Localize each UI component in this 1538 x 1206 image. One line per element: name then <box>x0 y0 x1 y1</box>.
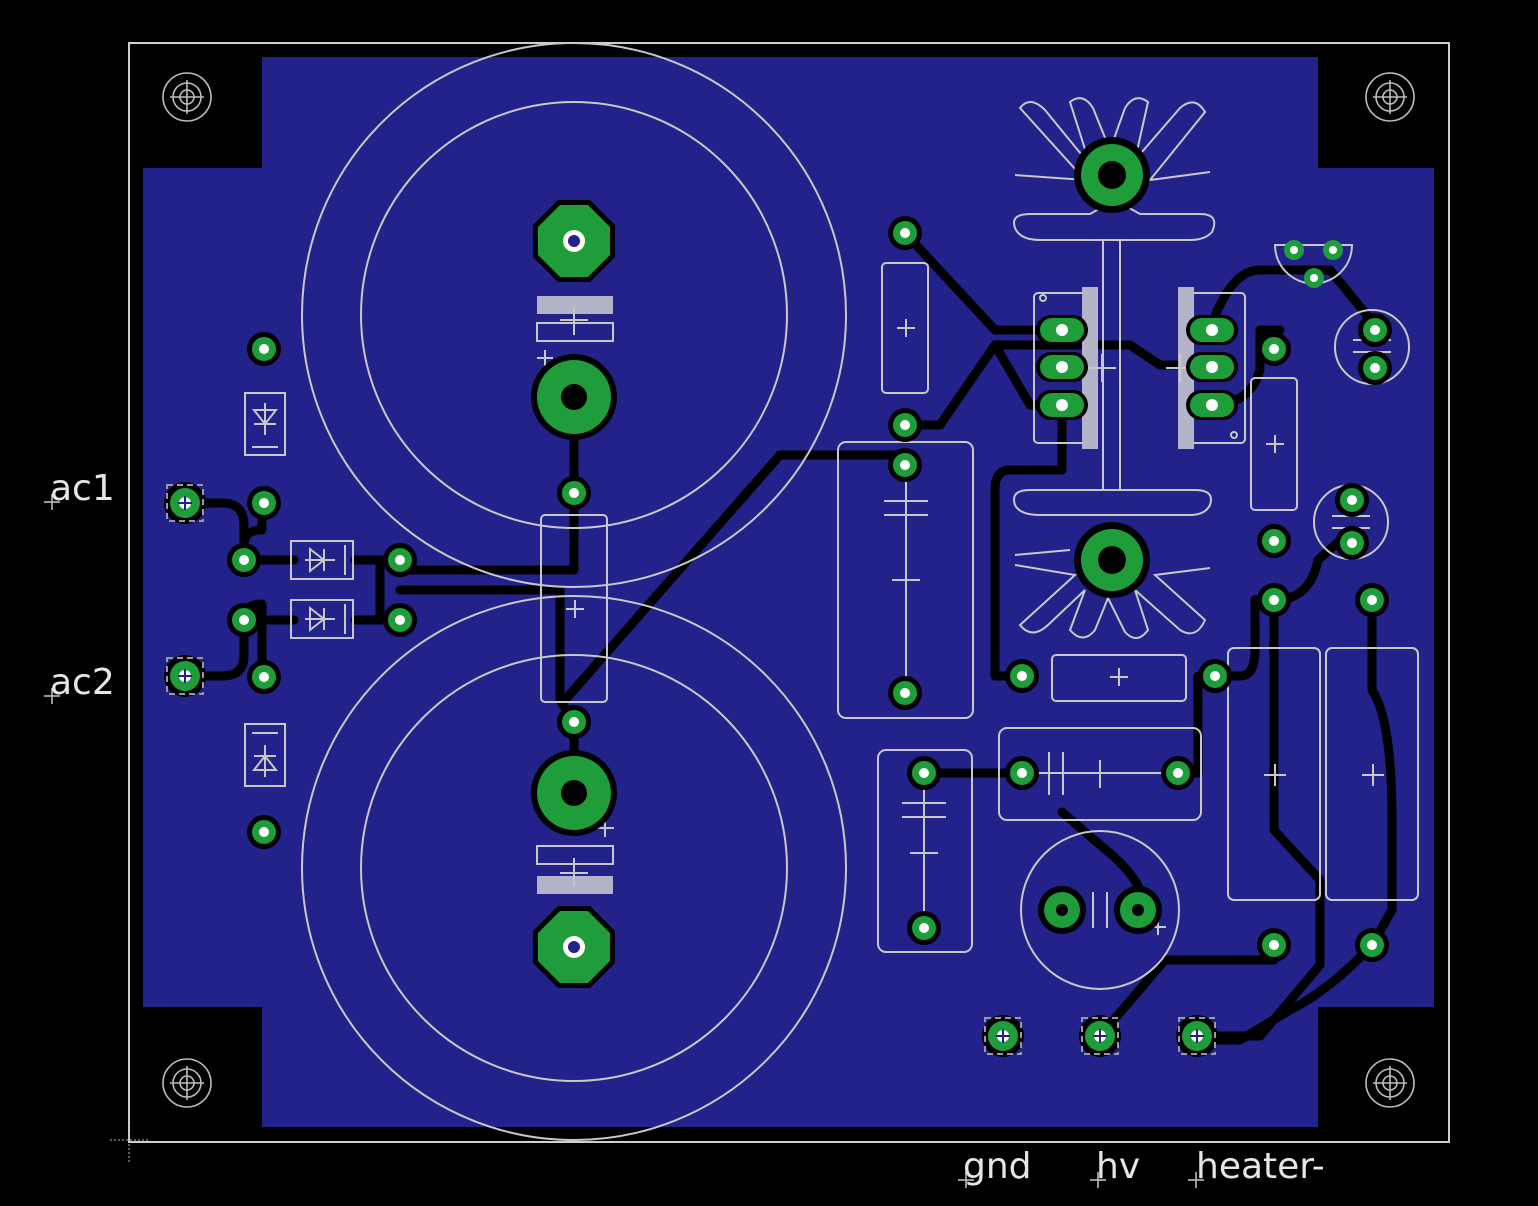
diode-d1 <box>244 392 286 456</box>
pad <box>1038 886 1086 934</box>
copper-pour <box>143 57 1434 1127</box>
connector-pad <box>164 482 206 524</box>
label-heater-text: heater- <box>1196 1146 1325 1187</box>
pad <box>227 543 261 577</box>
pad <box>247 660 281 694</box>
label-ac2-text: ac2 <box>50 662 115 703</box>
diode-d4 <box>244 723 286 787</box>
pad <box>1358 313 1392 347</box>
resistor-center <box>540 514 608 703</box>
diode-d2 <box>290 540 354 580</box>
pad <box>907 911 941 945</box>
label-hv: hv <box>1090 1146 1140 1188</box>
pad <box>1257 524 1291 558</box>
transistor-pads <box>1284 240 1343 288</box>
pad <box>888 448 922 482</box>
big-cap-pads <box>531 200 617 988</box>
capacitor-c2 <box>877 749 973 953</box>
pad <box>1257 332 1291 366</box>
pad <box>888 676 922 710</box>
pad <box>1355 928 1389 962</box>
pad <box>1005 659 1039 693</box>
resistor-r4 <box>1325 647 1419 901</box>
label-hv-text: hv <box>1096 1146 1140 1187</box>
pad <box>383 543 417 577</box>
pad <box>1161 756 1195 790</box>
pad <box>1198 659 1232 693</box>
label-heater: heater- <box>1188 1146 1325 1188</box>
label-gnd-text: gnd <box>963 1146 1032 1187</box>
pad <box>1257 583 1291 617</box>
pad <box>247 815 281 849</box>
big-capacitor-bottom <box>301 595 847 1141</box>
pad <box>1005 756 1039 790</box>
label-ac2: ac2 <box>44 662 115 704</box>
mounting-hole-tl <box>162 72 212 122</box>
resistor-r1 <box>881 262 929 394</box>
connector-pad <box>1079 1015 1121 1057</box>
pad <box>1257 928 1291 962</box>
pad <box>1335 483 1369 517</box>
pad <box>888 408 922 442</box>
pad <box>227 603 261 637</box>
connector-pad <box>1176 1015 1218 1057</box>
connector-pad <box>982 1015 1024 1057</box>
resistor-r5 <box>1250 377 1298 511</box>
capacitor-c1 <box>837 441 974 719</box>
pad <box>1114 886 1162 934</box>
diode-d3 <box>290 599 354 639</box>
capacitor-c3 <box>998 727 1202 821</box>
pad <box>1358 351 1392 385</box>
resistor-r3 <box>1227 647 1321 901</box>
label-gnd: gnd <box>958 1146 1032 1188</box>
pad <box>247 486 281 520</box>
mounting-hole-bl <box>162 1058 212 1108</box>
heatsink-pads <box>1074 137 1150 598</box>
pad <box>557 705 591 739</box>
pad <box>1335 526 1369 560</box>
pad <box>888 216 922 250</box>
pad <box>383 603 417 637</box>
pad <box>247 332 281 366</box>
round-pads <box>227 216 1392 962</box>
regulator-pads <box>1036 315 1238 420</box>
heatsink-bottom <box>1013 489 1212 639</box>
board-outline <box>128 42 1450 1143</box>
origin-crosshair <box>110 1120 150 1162</box>
mounting-hole-tr <box>1365 72 1415 122</box>
big-capacitor-top <box>301 42 847 588</box>
connector-pad <box>164 655 206 697</box>
connector-pads <box>164 482 1218 1057</box>
resistor-r2 <box>1051 654 1187 702</box>
mounting-hole-br <box>1365 1058 1415 1108</box>
pad <box>1355 583 1389 617</box>
pad <box>557 476 591 510</box>
label-ac1: ac1 <box>44 468 115 510</box>
pad <box>907 756 941 790</box>
label-ac1-text: ac1 <box>50 468 115 509</box>
